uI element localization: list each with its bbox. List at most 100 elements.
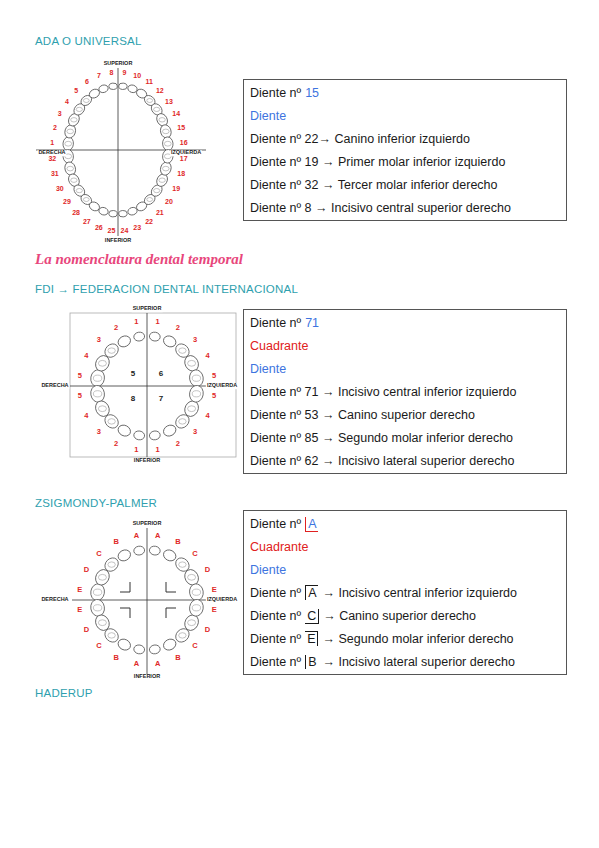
table-cell-text: → Incisivo lateral superior derecho <box>322 655 514 669</box>
tooth-crown-detail <box>67 129 74 134</box>
tooth-outline <box>162 423 178 438</box>
tooth-number: 1 <box>134 318 138 326</box>
tooth-outline <box>188 384 204 403</box>
quadrant-number: 6 <box>159 370 163 378</box>
tooth-crown-detail <box>108 562 115 567</box>
tooth-outline <box>149 644 161 654</box>
tooth-crown-detail <box>147 99 153 103</box>
tooth-number: D <box>84 626 89 634</box>
tooth-crown-detail <box>154 189 160 193</box>
tooth-outline <box>116 548 132 563</box>
tooth-number: 5 <box>78 372 82 380</box>
table-row: Cuadrante <box>250 334 560 357</box>
tooth-outline <box>90 384 106 403</box>
tooth-number: 14 <box>172 110 180 117</box>
tooth-number: 2 <box>114 324 118 332</box>
table-cell-text: 71 <box>305 316 319 330</box>
tooth-outline <box>90 583 106 602</box>
tooth-outline <box>90 369 106 388</box>
tooth-number: E <box>77 586 82 594</box>
tooth-number: 5 <box>212 372 216 380</box>
tooth-outline <box>149 545 161 555</box>
tooth-number: C <box>96 550 101 558</box>
tooth-crown-detail <box>147 198 153 202</box>
table-row: Diente nº 53 → Canino superior derecho <box>250 403 560 426</box>
table-cell-text: 15 <box>305 86 319 100</box>
table-row: Diente nº 71 → Incisivo central inferior… <box>250 380 560 403</box>
orientation-label: SUPERIOR <box>132 306 163 312</box>
table-cell-text: Diente nº 32 → Tercer molar inferior der… <box>250 178 498 192</box>
tooth-number: D <box>205 567 210 575</box>
quadrant-mark <box>166 582 176 592</box>
tooth-number: 6 <box>85 78 89 85</box>
tooth-crown-detail <box>159 118 165 122</box>
tooth-number: 1 <box>50 139 54 146</box>
table-row: Diente nºA <box>250 512 560 535</box>
tooth-number: 15 <box>177 124 185 131</box>
tooth-outline <box>116 334 132 349</box>
tooth-crown-detail <box>93 605 101 611</box>
tooth-number: 1 <box>156 446 160 454</box>
tooth-number: 27 <box>83 217 91 224</box>
table-row: Diente nºB→ Incisivo lateral superior de… <box>250 650 560 673</box>
tooth-number: 16 <box>180 139 188 146</box>
table-cell-text: Cuadrante <box>250 339 308 353</box>
table-cell-text: A <box>305 517 318 532</box>
tooth-crown-detail <box>188 574 196 580</box>
table-cell-text: Diente nº <box>250 655 301 669</box>
table-cell-text: E <box>305 631 318 646</box>
table-cell-text: Diente nº <box>250 86 301 100</box>
notation-table: Diente nº71CuadranteDienteDiente nº 71 →… <box>243 309 567 474</box>
notation-table: Diente nºACuadranteDienteDiente nºA→ Inc… <box>243 510 567 675</box>
tooth-outline <box>133 331 145 341</box>
orientation-label: IZQUIERDA <box>206 383 238 389</box>
tooth-number: 29 <box>63 197 71 204</box>
table-cell-text: C <box>305 609 319 624</box>
table-cell-text: Diente nº <box>250 609 301 623</box>
tooth-number: 3 <box>97 336 101 344</box>
tooth-number: 31 <box>51 170 59 177</box>
table-row: Diente <box>250 357 560 380</box>
tooth-crown-detail <box>192 605 200 611</box>
section-heading: HADERUP <box>35 688 93 700</box>
tooth-crown-detail <box>188 620 196 626</box>
orientation-label: SUPERIOR <box>103 61 134 67</box>
tooth-number: 4 <box>65 97 69 104</box>
tooth-number: 4 <box>205 353 209 361</box>
tooth-crown-detail <box>164 141 171 146</box>
tooth-crown-detail <box>93 375 101 381</box>
tooth-number: A <box>155 532 160 540</box>
tooth-crown-detail <box>98 406 106 412</box>
tooth-outline <box>90 598 106 617</box>
tooth-crown-detail <box>71 178 77 182</box>
tooth-number: 26 <box>95 223 103 230</box>
table-cell-text: Diente <box>250 109 286 123</box>
table-row: Diente nºE→ Segundo molar inferior derec… <box>250 627 560 650</box>
table-cell-text: Diente nº 22→ Canino inferior izquierdo <box>250 132 470 146</box>
table-cell-text: → Canino superior derecho <box>323 609 476 623</box>
quadrant-number: 8 <box>131 395 135 403</box>
tooth-number: E <box>77 606 82 614</box>
tooth-number: B <box>113 654 118 662</box>
tooth-number: 2 <box>114 440 118 448</box>
tooth-number: 20 <box>165 197 173 204</box>
table-cell-text: Diente nº 8 → Incisivo central superior … <box>250 201 511 215</box>
table-row: Diente nº 32 → Tercer molar inferior der… <box>250 173 560 196</box>
table-cell-text: → Incisivo central inferior izquierdo <box>322 586 517 600</box>
tooth-number: 21 <box>156 208 164 215</box>
tooth-number: A <box>134 532 139 540</box>
quadrant-number: 5 <box>131 370 135 378</box>
quadrant-mark <box>120 608 130 618</box>
tooth-number: B <box>113 538 118 546</box>
tooth-crown-detail <box>83 99 89 103</box>
tooth-outline <box>109 210 118 217</box>
tooth-number: 2 <box>53 124 57 131</box>
tooth-number: 2 <box>176 440 180 448</box>
tooth-crown-detail <box>98 620 106 626</box>
midline <box>147 528 148 674</box>
tooth-number: 28 <box>72 208 80 215</box>
tooth-number: B <box>175 654 180 662</box>
table-row: Diente nºA→ Incisivo central inferior iz… <box>250 581 560 604</box>
tooth-crown-detail <box>154 107 160 111</box>
table-row: Diente nº 85 → Segundo molar inferior de… <box>250 426 560 449</box>
